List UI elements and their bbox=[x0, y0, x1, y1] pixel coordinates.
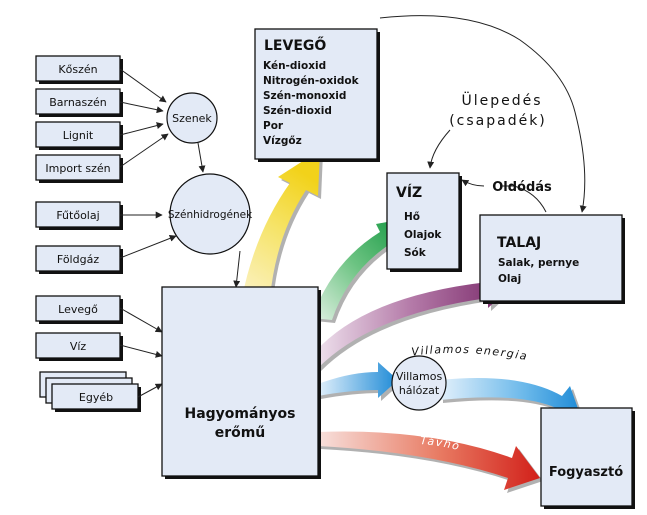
szenek-node: Szenek bbox=[166, 92, 218, 144]
levego-item-2: Szén-monoxid bbox=[263, 90, 346, 102]
district-heat-arrow bbox=[318, 431, 540, 490]
source-box-barnaszen: Barnaszén bbox=[35, 88, 123, 117]
soil-emission-arrow bbox=[315, 272, 508, 368]
halozat-label-line1: Villamos bbox=[396, 370, 443, 383]
levego-item-4: Por bbox=[263, 120, 284, 132]
levego-item-1: Nitrogén-oxidok bbox=[263, 75, 360, 87]
eromu-box: Hagyományos erőmű bbox=[161, 286, 321, 479]
levego-item-3: Szén-dioxid bbox=[263, 105, 332, 117]
levego-output-box: LEVEGŐ Kén-dioxid Nitrogén-oxidok Szén-m… bbox=[254, 28, 380, 162]
electricity-to-consumer-arrow bbox=[440, 378, 582, 420]
source-box-import-szen: Import szén bbox=[35, 154, 123, 183]
source-box-levego: Levegő bbox=[35, 295, 123, 324]
source-connectors bbox=[119, 68, 241, 398]
talaj-title: TALAJ bbox=[497, 235, 541, 251]
oldodas-label: Oldódás bbox=[492, 180, 552, 195]
source-box-lignit: Lignit bbox=[35, 121, 123, 150]
koszen-label: Kőszén bbox=[58, 63, 97, 76]
air-emission-arrow bbox=[242, 150, 320, 298]
szenek-label: Szenek bbox=[172, 112, 212, 125]
deposition-curves bbox=[379, 15, 587, 213]
futoolaj-label: Fűtőolaj bbox=[56, 209, 99, 222]
source-box-viz: Víz bbox=[35, 332, 123, 361]
szenhidrogenek-label: Szénhidrogének bbox=[168, 209, 253, 221]
levego-title: LEVEGŐ bbox=[264, 36, 326, 54]
halozat-label-line2: hálózat bbox=[399, 384, 440, 397]
electricity-to-grid-arrow bbox=[318, 362, 398, 398]
lignit-label: Lignit bbox=[63, 129, 94, 142]
fogyaszto-title: Fogyasztó bbox=[549, 465, 623, 480]
viz-output-box: VÍZ Hő Olajok Sók bbox=[386, 172, 462, 272]
water-emission-arrow bbox=[312, 218, 408, 320]
talaj-item-0: Salak, pernye bbox=[498, 257, 579, 269]
talaj-output-box: TALAJ Salak, pernye Olaj bbox=[479, 214, 625, 304]
viz-item-2: Sók bbox=[404, 247, 427, 259]
szenhidrogenek-node: Szénhidrogének bbox=[168, 173, 253, 255]
fogyaszto-box: Fogyasztó bbox=[540, 407, 635, 509]
egyeb-label: Egyéb bbox=[79, 391, 113, 404]
import-szen-label: Import szén bbox=[45, 162, 110, 175]
villamos-halozat-node: Villamos hálózat bbox=[391, 355, 447, 411]
viz-title: VÍZ bbox=[396, 184, 422, 201]
levego-item-0: Kén-dioxid bbox=[263, 60, 326, 72]
ulepedes-label: Ülepedés bbox=[461, 91, 542, 109]
source-box-futoolaj: Fűtőolaj bbox=[35, 201, 123, 230]
viz-item-1: Olajok bbox=[404, 229, 442, 241]
source-box-koszen: Kőszén bbox=[35, 55, 123, 84]
eromu-title-line1: Hagyományos bbox=[184, 406, 295, 422]
viz-item-0: Hő bbox=[404, 211, 420, 223]
csapadek-label: (csapadék) bbox=[449, 113, 547, 129]
levego-label: Levegő bbox=[58, 303, 98, 316]
eromu-title-line2: erőmű bbox=[215, 425, 266, 441]
source-box-egyeb: Egyéb bbox=[39, 371, 141, 412]
foldgaz-label: Földgáz bbox=[57, 253, 99, 266]
levego-item-5: Vízgőz bbox=[263, 135, 302, 147]
viz-label: Víz bbox=[70, 340, 87, 353]
barnaszen-label: Barnaszén bbox=[49, 96, 107, 109]
talaj-item-1: Olaj bbox=[498, 273, 521, 285]
source-box-foldgaz: Földgáz bbox=[35, 245, 123, 274]
